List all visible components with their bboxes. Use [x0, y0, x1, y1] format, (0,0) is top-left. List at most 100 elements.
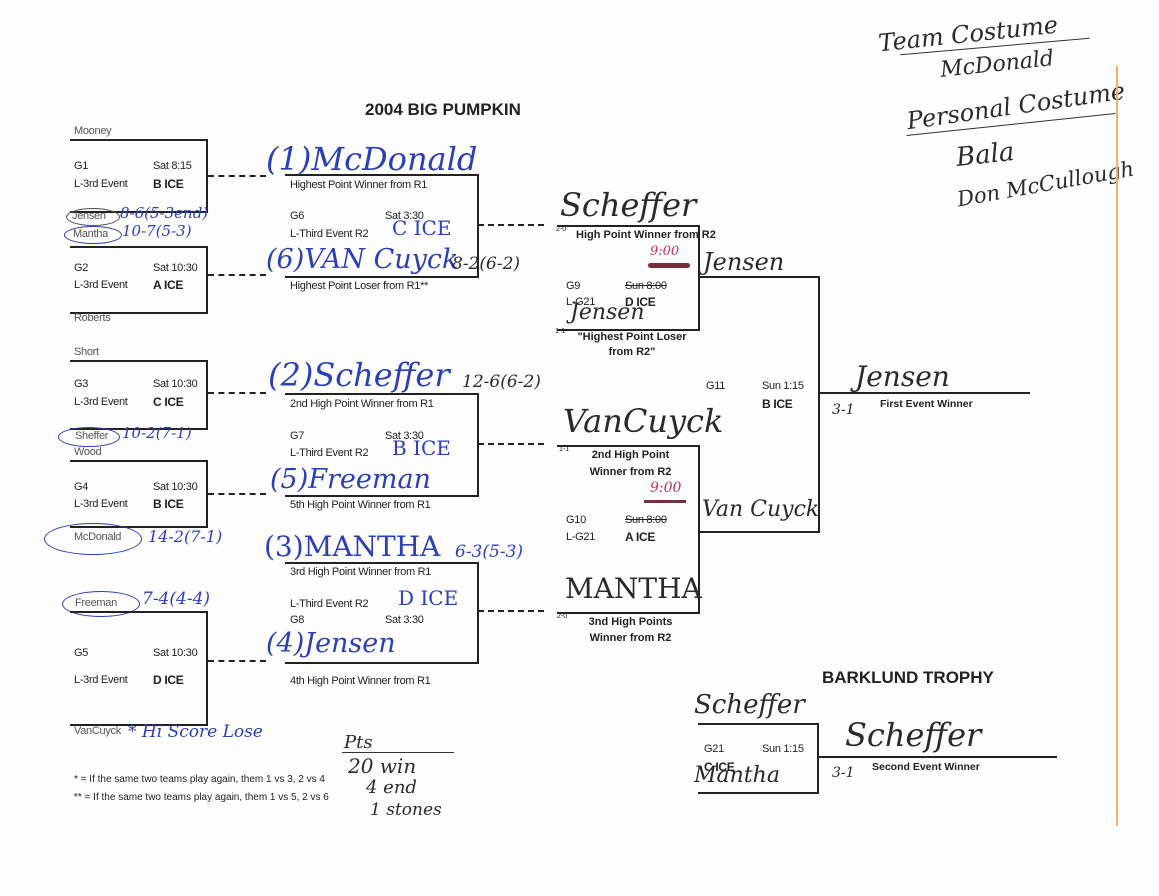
game-ice: B ICE [153, 497, 184, 511]
handwritten-team: (4)Jensen [266, 628, 396, 659]
game-box-g4 [70, 460, 208, 528]
handwritten-note: * Hi Score Lose [128, 722, 263, 742]
team-name: VanCuyck [74, 725, 121, 737]
record: 2-0 [557, 613, 568, 620]
team-name: Sheffer [75, 430, 109, 442]
handwritten-winner: Scheffer [845, 716, 982, 754]
game-box-g3 [70, 360, 208, 430]
game-event: L-Third Event R2 [290, 447, 369, 459]
game-event: L-Third Event R2 [290, 598, 369, 610]
handwritten-team: Mantha [694, 763, 780, 788]
game-id: G11 [706, 380, 726, 392]
game-ice: A ICE [625, 530, 656, 544]
record: 2-0 [556, 226, 567, 233]
handwritten-score: 8-2(6-2) [452, 254, 521, 274]
game-ice: B ICE [762, 397, 793, 411]
footnote: * = If the same two teams play again, th… [74, 774, 325, 785]
game-id: G7 [290, 430, 305, 442]
handwritten-team: Scheffer [560, 186, 697, 224]
handwritten-points: 20 win [348, 754, 417, 778]
handwritten-winner: Jensen [855, 360, 950, 393]
game-id: G5 [74, 647, 89, 659]
game-time: Sat 3:30 [385, 210, 424, 222]
handwritten-ice: C ICE [392, 216, 452, 240]
game-id: G3 [74, 378, 89, 390]
game-box-g11 [698, 276, 820, 533]
game-time: Sat 10:30 [153, 262, 198, 274]
game-id: G1 [74, 160, 89, 172]
slot-label: 3nd High Points Winner from R2 [588, 616, 673, 644]
handwritten-note: Bala [954, 137, 1016, 173]
slot-label: 3rd High Point Winner from R1 [290, 566, 432, 578]
game-time: Sat 8:15 [153, 160, 192, 172]
slot-label: "Highest Point Loser from R2" [577, 331, 687, 358]
game-event: L-3rd Event [74, 279, 128, 291]
game-box-g21 [698, 723, 819, 794]
game-event: L-3rd Event [74, 178, 128, 190]
game-event: L-3rd Event [74, 396, 128, 408]
game-event: L-Third Event R2 [290, 228, 369, 240]
handwritten-note: Personal Costume [905, 76, 1127, 136]
handwritten-points: 4 end [366, 777, 417, 798]
handwritten-points: 1 stones [370, 800, 442, 820]
slot-label: 4th High Point Winner from R1 [290, 675, 431, 687]
game-time: Sat 10:30 [153, 481, 198, 493]
handwritten-ice: B ICE [392, 436, 451, 460]
game-ice: B ICE [153, 177, 184, 191]
game-id: G4 [74, 481, 89, 493]
handwritten-team: Jensen [570, 300, 645, 325]
game-time: Sat 3:30 [385, 430, 424, 442]
game-event: L-3rd Event [74, 674, 128, 686]
handwritten-score: 10-2(7-1) [122, 424, 192, 442]
game-box-g9 [557, 225, 700, 331]
game-id: G10 [566, 514, 586, 526]
game-event: L-G21 [566, 296, 596, 308]
game-box-g7 [285, 393, 479, 497]
handwritten-score: 14-2(7-1) [148, 527, 223, 546]
game-id: G9 [566, 280, 581, 292]
slot-label: 2nd High Point Winner from R1 [290, 398, 434, 410]
handwritten-team: (2)Scheffer [268, 356, 450, 394]
team-name: Mantha [73, 228, 108, 240]
game-time-crossed: Sun 8:00 [625, 280, 667, 292]
barklund-title: BARKLUND TROPHY [822, 668, 994, 687]
slot-label: 2nd High Point Winner from R2 [589, 449, 672, 478]
team-name: McDonald [74, 531, 122, 543]
handwritten-team: Van Cuyck [702, 497, 820, 522]
game-box-g1 [70, 139, 208, 213]
handwritten-ice: D ICE [398, 586, 459, 610]
game-ice: A ICE [153, 278, 184, 292]
game-box-g10 [557, 445, 700, 614]
handwritten-team: (5)Freeman [270, 464, 431, 495]
winner-label: First Event Winner [880, 398, 973, 410]
handwritten-team: Scheffer [694, 690, 805, 720]
game-ice: C ICE [153, 395, 184, 409]
game-event: L-G21 [566, 531, 596, 543]
record: 1-1 [559, 446, 570, 453]
game-event: L-3rd Event [74, 498, 128, 510]
handwritten-score: 3-1 [832, 402, 855, 418]
handwritten-team: (6)VAN Cuyck [266, 244, 459, 275]
game-time: Sat 10:30 [153, 647, 198, 659]
handwritten-score: 3-1 [832, 765, 855, 781]
game-box-g8 [285, 562, 479, 664]
handwritten-score: 7-4(4-4) [142, 589, 211, 609]
team-name: Short [74, 346, 99, 358]
handwritten-team: MANTHA [565, 572, 702, 605]
margin-line [1116, 66, 1118, 826]
handwritten-team: (1)McDonald [266, 140, 478, 178]
game-id: G2 [74, 262, 89, 274]
slot-label: 5th High Point Winner from R1 [290, 499, 431, 511]
team-name: Jensen [72, 210, 106, 222]
game-ice: C ICE [704, 760, 735, 774]
game-box-g2 [70, 246, 208, 314]
handwritten-score: 10-7(5-3) [122, 222, 192, 240]
handwritten-score: 8-6(5-3end) [120, 204, 209, 222]
game-time: Sat 3:30 [385, 614, 424, 626]
game-box-g5 [70, 611, 208, 726]
game-id: G21 [704, 743, 724, 755]
game-time-crossed: Sun 8:00 [625, 514, 667, 526]
team-name: Roberts [74, 312, 111, 324]
handwritten-time: 9:00 [650, 480, 682, 496]
